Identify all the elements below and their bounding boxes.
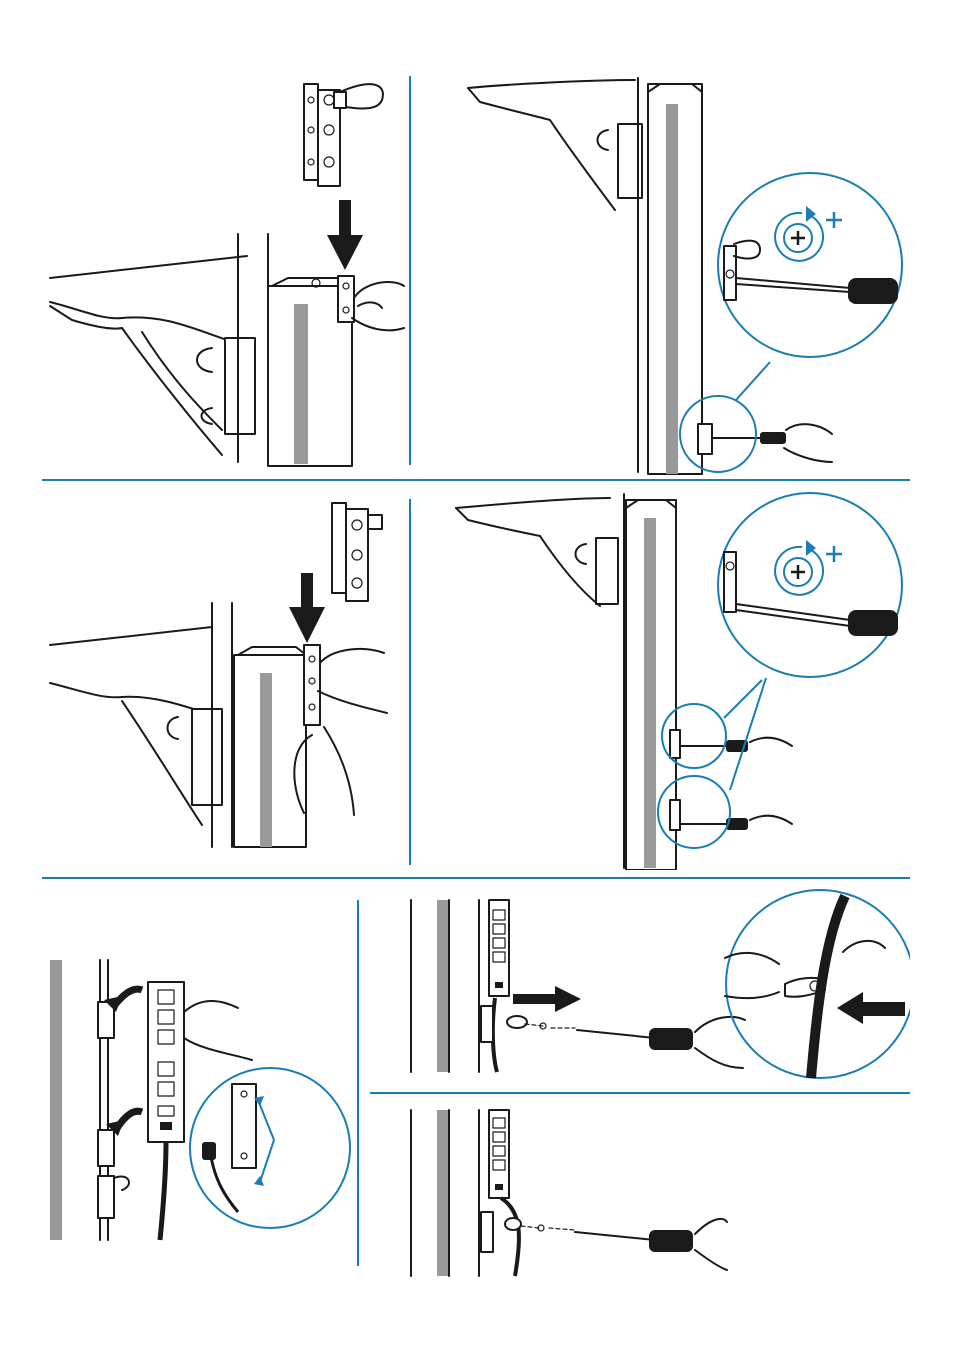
step-3-install-second-bracket	[42, 495, 407, 855]
arrow-icon	[289, 573, 325, 643]
power-strip	[488, 899, 510, 1073]
step-7-tighten-cable-clamp	[405, 1100, 735, 1280]
screwdriver	[576, 1015, 746, 1069]
step-6-attach-cable-clamp	[405, 888, 910, 1088]
separator-horizontal-1	[42, 479, 910, 481]
arrow-icon	[327, 200, 363, 270]
bracket-part	[303, 83, 384, 187]
separator-vertical-1	[409, 76, 411, 465]
step-4-tighten-second-bracket	[440, 490, 910, 870]
arrow-icon	[513, 986, 581, 1012]
post	[211, 602, 307, 848]
step-5-hang-power-strip	[42, 950, 352, 1250]
step-1-install-bracket	[42, 70, 407, 470]
power-strip	[147, 981, 185, 1241]
hand	[183, 1000, 253, 1061]
detail-circle-zoom	[717, 492, 903, 678]
screwdriver-upper	[669, 729, 793, 759]
detail-circle-small	[679, 395, 757, 473]
clockwise-screwdriver-plus-icon	[774, 206, 842, 262]
clockwise-screwdriver-plus-icon	[774, 540, 842, 596]
shelf	[467, 79, 643, 211]
separator-horizontal-2	[42, 877, 910, 879]
separator-vertical-3	[357, 900, 359, 1266]
screwdriver	[574, 1217, 728, 1271]
post	[410, 899, 480, 1073]
detail-circle-zoom	[724, 889, 910, 1079]
blue-double-arrow-icon	[254, 1096, 275, 1186]
detail-circle-lower	[657, 775, 731, 849]
bracket-part	[331, 502, 383, 602]
hand	[351, 281, 405, 332]
separator-horizontal-3	[370, 1092, 910, 1094]
shelf	[455, 497, 619, 607]
post	[637, 77, 703, 475]
post	[237, 233, 353, 467]
curved-arrow-icon	[104, 985, 144, 1136]
hand	[293, 647, 388, 816]
hand	[783, 423, 833, 463]
separator-vertical-2	[409, 499, 411, 865]
step-2-tighten-bracket	[440, 70, 910, 475]
post	[410, 1109, 480, 1277]
detail-circle-zoom	[189, 1067, 351, 1229]
detail-circle-upper	[661, 703, 727, 769]
power-strip	[488, 1109, 521, 1277]
screwdriver-lower	[669, 799, 793, 831]
shelf	[49, 626, 223, 826]
shelf	[49, 255, 256, 456]
detail-circle-zoom	[717, 172, 903, 358]
post	[623, 493, 677, 870]
